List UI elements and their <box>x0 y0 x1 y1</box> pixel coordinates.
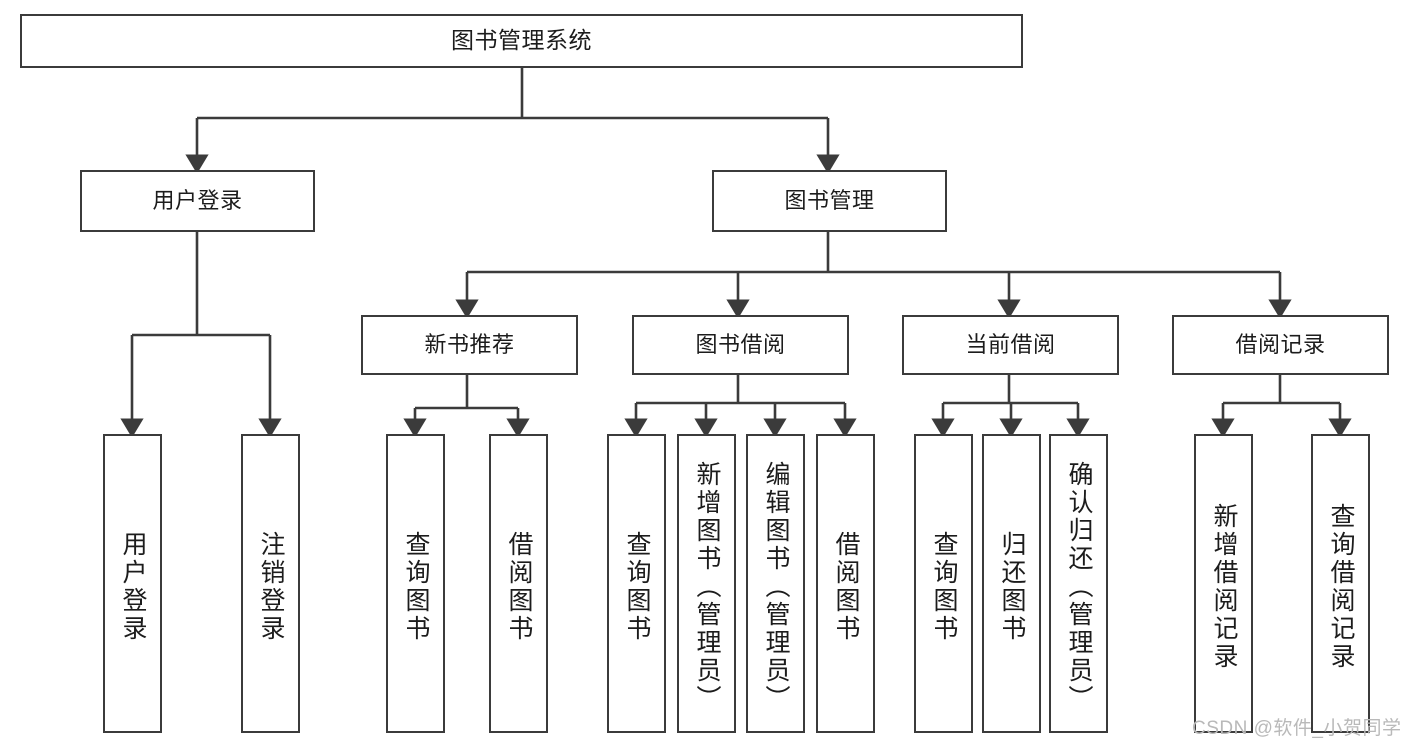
node-label: 图书管理 <box>784 188 875 214</box>
leaf-return-book[interactable]: 归还图书 <box>982 434 1041 733</box>
node-root-book-management-system[interactable]: 图书管理系统 <box>20 14 1023 68</box>
node-label: 查询借阅记录 <box>1327 502 1355 671</box>
node-label: 当前借阅 <box>965 332 1056 358</box>
node-user-login[interactable]: 用户登录 <box>80 170 315 232</box>
node-label: 新增借阅记录 <box>1210 502 1238 671</box>
leaf-query-book-current[interactable]: 查询图书 <box>914 434 973 733</box>
leaf-query-borrow-record[interactable]: 查询借阅记录 <box>1311 434 1370 733</box>
node-label: 查询图书 <box>930 530 958 643</box>
leaf-borrow-book-borrowing[interactable]: 借阅图书 <box>816 434 875 733</box>
node-label: 用户登录 <box>119 530 147 643</box>
leaf-confirm-return-admin[interactable]: 确认归还（管理员） <box>1049 434 1108 733</box>
csdn-watermark: CSDN @软件_小贺同学 <box>1192 718 1402 739</box>
node-label: 用户登录 <box>152 188 243 214</box>
node-borrowing-records[interactable]: 借阅记录 <box>1172 315 1389 375</box>
leaf-add-borrow-record[interactable]: 新增借阅记录 <box>1194 434 1253 733</box>
node-book-management[interactable]: 图书管理 <box>712 170 947 232</box>
leaf-query-book-borrowing[interactable]: 查询图书 <box>607 434 666 733</box>
leaf-add-book-admin[interactable]: 新增图书（管理员） <box>677 434 736 733</box>
node-current-borrowing[interactable]: 当前借阅 <box>902 315 1119 375</box>
node-label: 注销登录 <box>257 530 285 643</box>
leaf-edit-book-admin[interactable]: 编辑图书（管理员） <box>746 434 805 733</box>
node-label: 图书借阅 <box>695 332 786 358</box>
node-label: 借阅图书 <box>505 530 533 643</box>
leaf-user-login[interactable]: 用户登录 <box>103 434 162 733</box>
node-label: 编辑图书（管理员） <box>762 460 790 713</box>
node-new-book-recommendation[interactable]: 新书推荐 <box>361 315 578 375</box>
node-book-borrowing[interactable]: 图书借阅 <box>632 315 849 375</box>
node-label: 归还图书 <box>998 530 1026 643</box>
node-label: 借阅图书 <box>832 530 860 643</box>
node-label: 查询图书 <box>623 530 651 643</box>
node-label: 查询图书 <box>402 530 430 643</box>
leaf-logout[interactable]: 注销登录 <box>241 434 300 733</box>
leaf-query-book-recommendation[interactable]: 查询图书 <box>386 434 445 733</box>
node-label: 借阅记录 <box>1235 332 1326 358</box>
node-label: 确认归还（管理员） <box>1065 460 1093 713</box>
node-label: 新书推荐 <box>424 332 515 358</box>
node-label: 新增图书（管理员） <box>693 460 721 713</box>
leaf-borrow-book-recommendation[interactable]: 借阅图书 <box>489 434 548 733</box>
node-label: 图书管理系统 <box>451 27 592 54</box>
